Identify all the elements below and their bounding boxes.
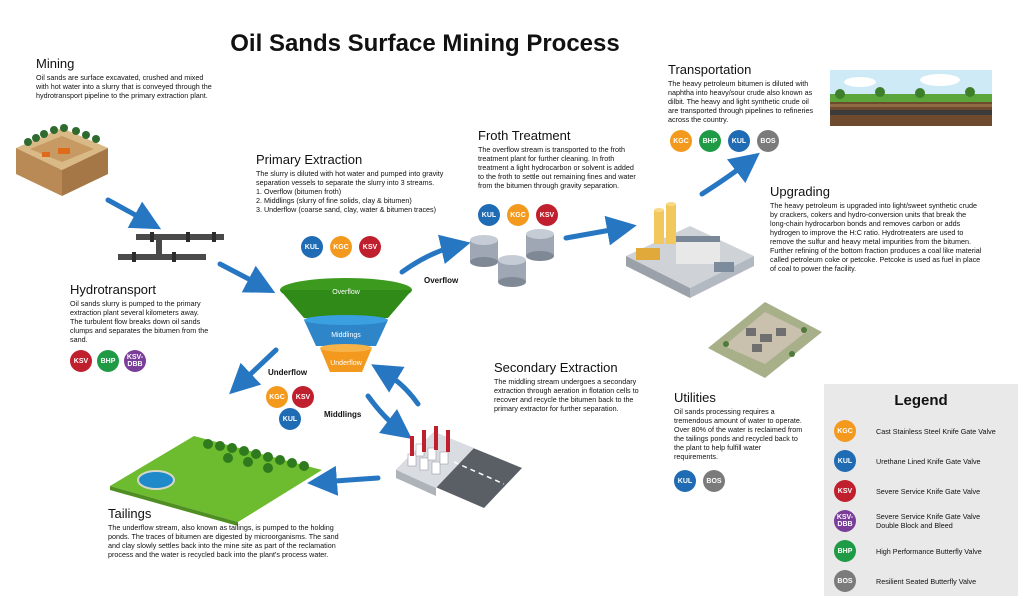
utilities-heading: Utilities [674,390,716,405]
secondary-heading: Secondary Extraction [494,360,618,375]
legend-item-kul: KUL Urethane Lined Knife Gate Valve [834,450,1018,476]
upgrading-text: The heavy petroleum is upgraded into lig… [770,201,982,273]
transportation-heading: Transportation [668,62,752,77]
pipeline-landscape-illustration [830,70,992,126]
legend-label-kul: Urethane Lined Knife Gate Valve [876,456,981,466]
legend-item-ksv-dbb: KSV-DBB Severe Service Knife Gate Valve … [834,510,1018,536]
hydrotransport-heading: Hydrotransport [70,282,156,297]
primary-badge-kul: KUL [301,236,323,258]
section-mining: Mining Oil sands are surface excavated, … [36,56,214,100]
funnel-label-underflow: Underflow [330,360,362,367]
arrow-pipeline-to-funnel [217,261,276,293]
flow-label-middlings: Middlings [324,410,362,419]
legend-label-kgc: Cast Stainless Steel Knife Gate Valve [876,426,996,436]
utilities-plant-illustration [708,302,822,378]
transportation-badge-kul: KUL [728,130,750,152]
froth-badge-ksv: KSV [536,204,558,226]
legend-badge-bhp: BHP [834,540,856,562]
underflow-badge-ksv: KSV [292,386,314,408]
primary-list-item-2: 2. Middlings (slurry of fine solids, cla… [256,196,412,205]
transportation-badge-bos: BOS [757,130,779,152]
mining-heading: Mining [36,56,75,71]
page-title: Oil Sands Surface Mining Process [230,30,620,57]
legend-label-bos: Resilient Seated Butterfly Valve [876,576,977,586]
arrow-upgrading-to-transport [699,152,760,197]
primary-heading: Primary Extraction [256,152,363,167]
arrow-froth-to-upgrading [563,215,637,246]
transportation-badge-bhp: BHP [699,130,721,152]
hydrotransport-pipeline-illustration [118,232,224,262]
arrow-funnel-to-underflow [229,347,279,395]
upgrading-heading: Upgrading [770,184,830,199]
underflow-badge-kul: KUL [279,408,301,430]
mining-text: Oil sands are surface excavated, crushed… [36,73,212,100]
arrow-secondary-to-funnel [371,364,421,407]
legend-item-bos: BOS Resilient Seated Butterfly Valve [834,570,1018,596]
flow-label-overflow: Overflow [424,276,459,285]
secondary-text: The middling stream undergoes a secondar… [494,377,639,413]
utilities-badge-bos: BOS [703,470,725,492]
legend-badge-ksv: KSV [834,480,856,502]
arrow-funnel-to-froth [399,234,471,275]
froth-badge-kgc: KGC [507,204,529,226]
section-secondary-extraction: Secondary Extraction The middling stream… [494,360,644,413]
funnel-label-overflow: Overflow [332,289,360,296]
transportation-badge-kgc: KGC [670,130,692,152]
legend-item-bhp: BHP High Performance Butterfly Valve [834,540,1018,566]
legend-badge-bos: BOS [834,570,856,592]
utilities-text: Oil sands processing requires a tremendo… [674,407,803,461]
primary-text: The slurry is diluted with hot water and… [256,169,444,187]
section-hydrotransport: Hydrotransport Oil sands slurry is pumpe… [70,282,212,344]
legend-title: Legend [894,392,948,409]
flotation-plant-illustration [396,426,522,508]
legend-label-bhp: High Performance Butterfly Valve [876,546,982,556]
froth-tanks-illustration [470,229,554,287]
primary-list-item-3: 3. Underflow (coarse sand, clay, water &… [256,205,437,214]
hydrotransport-badge-ksv-dbb: KSV-DBB [124,350,146,372]
section-utilities: Utilities Oil sands processing requires … [674,390,806,461]
tailings-heading: Tailings [108,506,152,521]
froth-heading: Froth Treatment [478,128,571,143]
section-primary-extraction: Primary Extraction The slurry is diluted… [256,152,456,214]
arrow-secondary-to-tailings [307,465,381,496]
legend-panel: Legend KGC Cast Stainless Steel Knife Ga… [824,384,1018,596]
hydrotransport-text: Oil sands slurry is pumped to the primar… [70,299,209,344]
transportation-text: The heavy petroleum bitumen is diluted w… [668,79,814,124]
funnel-label-middlings: Middlings [331,332,361,339]
section-upgrading: Upgrading The heavy petroleum is upgrade… [770,184,982,273]
section-tailings: Tailings The underflow stream, also know… [108,506,344,559]
section-transportation: Transportation The heavy petroleum bitum… [668,62,818,124]
mining-pit-illustration [16,124,108,196]
froth-text: The overflow stream is transported to th… [478,145,636,190]
separation-funnel-illustration [280,278,412,372]
legend-badge-kgc: KGC [834,420,856,442]
primary-badge-kgc: KGC [330,236,352,258]
section-froth-treatment: Froth Treatment The overflow stream is t… [478,128,638,190]
legend-label-ksv: Severe Service Knife Gate Valve [876,486,981,496]
legend-badge-ksv-dbb: KSV-DBB [834,510,856,532]
utilities-badge-kul: KUL [674,470,696,492]
arrow-middlings-to-secondary [365,393,412,440]
legend-item-ksv: KSV Severe Service Knife Gate Valve [834,480,1018,506]
legend-item-kgc: KGC Cast Stainless Steel Knife Gate Valv… [834,420,1018,446]
hydrotransport-badge-bhp: BHP [97,350,119,372]
hydrotransport-badge-ksv: KSV [70,350,92,372]
tailings-text: The underflow stream, also known as tail… [108,523,339,559]
upgrading-plant-illustration [626,202,754,298]
primary-badge-ksv: KSV [359,236,381,258]
froth-badge-kul: KUL [478,204,500,226]
primary-list-item-1: 1. Overflow (bitumen froth) [256,187,342,196]
legend-label-ksv-dbb: Severe Service Knife Gate Valve Double B… [876,512,981,530]
flow-label-underflow: Underflow [268,368,308,377]
tailings-pond-illustration [110,436,322,526]
underflow-badge-kgc: KGC [266,386,288,408]
legend-badge-kul: KUL [834,450,856,472]
arrow-mining-to-pipeline [105,197,162,230]
